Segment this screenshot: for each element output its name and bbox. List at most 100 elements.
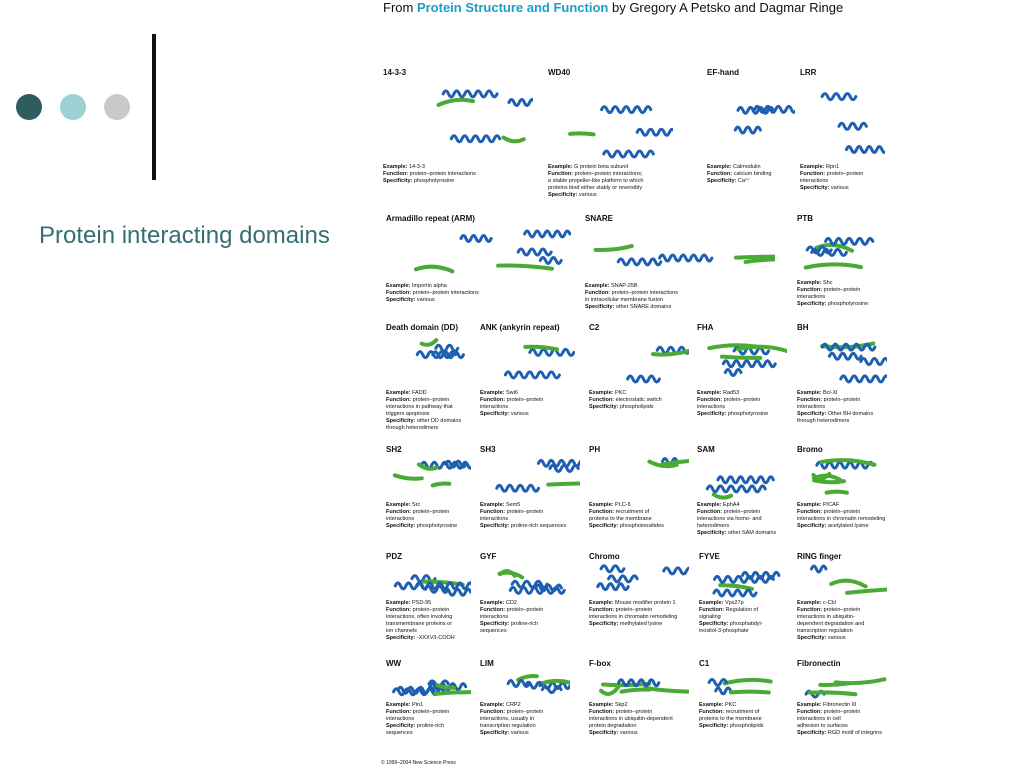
domain-function-label: Function:	[480, 607, 507, 613]
domain-function-value: protein–protein	[412, 509, 450, 515]
domain-function-value: signaling	[699, 614, 721, 620]
protein-structure-icon	[599, 678, 689, 696]
helix-shape	[449, 134, 502, 144]
domain-function-value: dependent degradation and	[797, 621, 865, 627]
domain-function-value: protein–protein	[615, 709, 653, 715]
domain-function-label: Function:	[699, 607, 726, 613]
domain-example-label: Example:	[797, 502, 823, 508]
domain-example: Example: 14-3-3	[383, 164, 476, 171]
domain-function: transmembrane proteins or	[386, 621, 455, 628]
helix-shape	[721, 359, 777, 369]
domain-example: Example: PLC-δ	[589, 502, 664, 509]
domain-specificity-label: Specificity:	[797, 301, 828, 307]
protein-structure-icon	[392, 459, 471, 488]
domain-specificity-label: Specificity:	[697, 411, 728, 417]
domain-specificity-value: various	[830, 185, 849, 191]
protein-structure-icon	[568, 105, 673, 159]
helix-shape	[536, 458, 580, 468]
protein-structure-icon	[811, 458, 877, 495]
decor-dot-dark	[16, 94, 42, 120]
domain-function-value: interactions in chromatin remodeling	[797, 516, 886, 522]
domain-name: GYF	[480, 552, 497, 561]
domain-function: interactions	[480, 516, 566, 523]
domain-function: a stable propeller-like platform to whic…	[548, 178, 643, 185]
domain-example: Example: Mouse modifier protein 1	[589, 600, 677, 607]
domain-function-value: interactions	[697, 404, 726, 410]
domain-function: Function: protein–protein	[480, 397, 543, 404]
domain-function-value: protein–protein	[823, 397, 861, 403]
domain-example-value: Src	[411, 502, 421, 508]
domain-function-value: protein–protein interactions;	[574, 171, 643, 177]
helix-shape	[705, 484, 767, 494]
domain-name: FYVE	[699, 552, 720, 561]
domain-function: interactions in chromatin remodeling	[797, 516, 885, 523]
helix-shape	[733, 125, 762, 135]
domain-function: signaling	[699, 614, 763, 621]
domain-function-value: interactions in cell	[797, 716, 841, 722]
domain-example-value: EphA4	[722, 502, 740, 508]
domain-function-label: Function:	[797, 397, 824, 403]
helix-shape	[714, 686, 733, 696]
domain-function: interactions in chromatin remodeling	[589, 614, 677, 621]
domain-function: interactions in cell	[797, 716, 882, 723]
helix-shape	[732, 346, 771, 356]
strand-shape	[599, 685, 621, 696]
domain-function-label: Function:	[480, 709, 507, 715]
domain-function-label: Function:	[707, 171, 734, 177]
domain-specificity-value: proline-rich sequences	[510, 523, 567, 529]
domain-specificity-label: Specificity:	[589, 523, 620, 529]
domain-specificity-value: inositol-3-phosphate	[699, 628, 749, 634]
domain-specificity-label: Specificity:	[386, 418, 417, 424]
domain-function: transcription regulation	[797, 628, 864, 635]
domain-example: Example: PSD-95	[386, 600, 455, 607]
protein-structure-icon	[733, 104, 795, 135]
domain-specificity: Specificity: -XXXV/I-COOH	[386, 635, 455, 642]
domain-function: interactions in ubiquitin-	[797, 614, 864, 621]
domain-function-value: interactions	[480, 516, 509, 522]
domain-specificity-label: Specificity:	[480, 523, 511, 529]
domain-function: adhesion to surfaces	[797, 723, 882, 730]
domain-function: interactions via homo- and	[697, 516, 776, 523]
domain-specificity-label: Specificity:	[480, 621, 511, 627]
domain-function-label: Function:	[697, 397, 724, 403]
domain-function: Function: protein–protein	[386, 709, 449, 716]
domain-function-value: protein–protein	[412, 709, 450, 715]
domain-name: Fibronectin	[797, 659, 841, 668]
domain-specificity-label: Specificity:	[386, 635, 417, 641]
domain-example-value: Fibronectin III	[822, 702, 857, 708]
helix-shape	[753, 104, 795, 114]
domain-example: Example: SNAP-25B	[585, 283, 678, 290]
domain-function-value: protein–protein	[412, 397, 450, 403]
domain-function-value: proteins to the membrane	[589, 516, 652, 522]
domain-specificity: Specificity: phosphotyrosine	[697, 411, 768, 418]
domain-specificity-value: through heterodimers	[386, 425, 439, 431]
domain-example-label: Example:	[589, 502, 615, 508]
domain-function: interactions	[480, 614, 543, 621]
domain-function-value: interactions, often involving	[386, 614, 453, 620]
protein-structure-icon	[803, 236, 875, 270]
domain-example-value: PLC-δ	[614, 502, 631, 508]
domain-name: PH	[589, 445, 601, 454]
strand-shape	[498, 569, 517, 578]
helix-shape	[516, 247, 553, 257]
domain-function-value: transcription regulation	[797, 628, 853, 634]
helix-shape	[431, 350, 465, 360]
domain-function-value: interactions	[797, 404, 826, 410]
domain-example-label: Example:	[386, 600, 412, 606]
domain-specificity-value: phosphoinositides	[619, 523, 664, 529]
domain-example: Example: Bcl-Xl	[797, 390, 873, 397]
domain-function-label: Function:	[386, 607, 413, 613]
domain-specificity-label: Specificity:	[480, 411, 511, 417]
domain-example-label: Example:	[589, 390, 615, 396]
domain-specificity: Specificity: acetylated lysine	[797, 523, 885, 530]
domain-function-label: Function:	[697, 509, 724, 515]
domain-example: Example: CRP2	[480, 702, 543, 709]
helix-shape	[503, 370, 561, 380]
strand-shape	[818, 681, 851, 688]
domain-function: Function: electrostatic switch	[589, 397, 662, 404]
